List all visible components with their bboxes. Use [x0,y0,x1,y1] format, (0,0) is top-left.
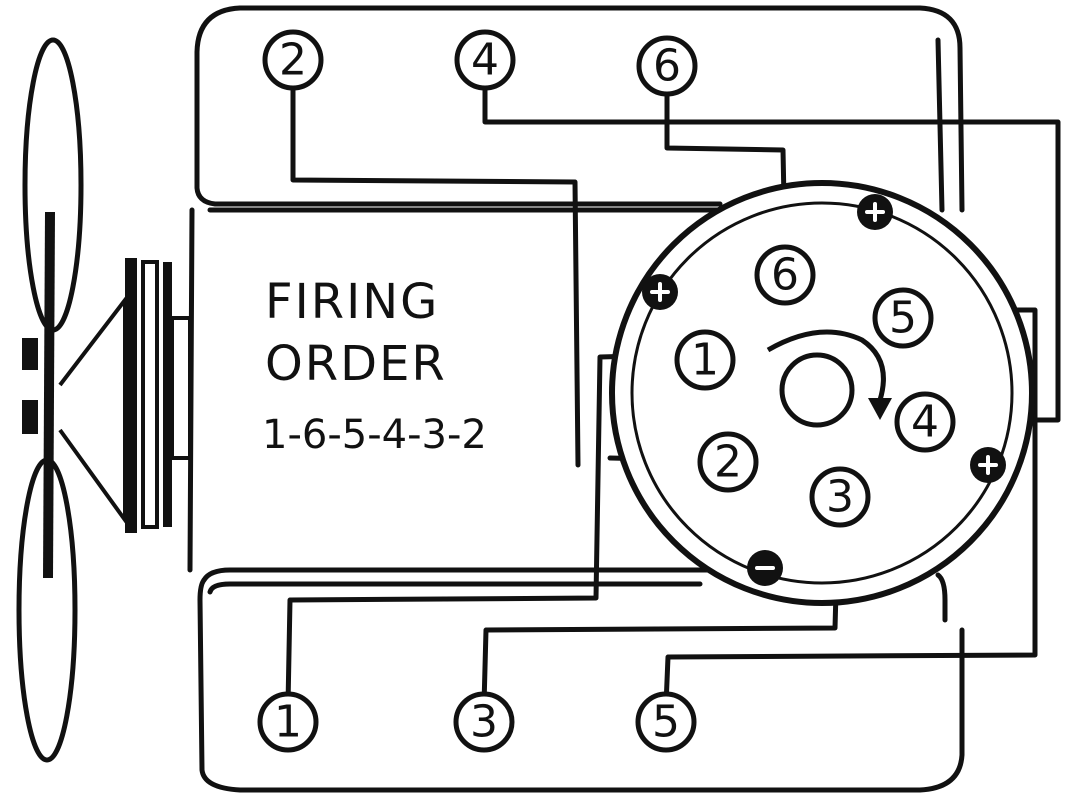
svg-text:4: 4 [471,35,499,86]
distributor-terminal-3: 3 [809,466,871,528]
svg-text:5: 5 [889,293,917,344]
engine-block [187,5,965,793]
screw-icon [747,550,783,586]
firing-order-sequence: 1-6-5-4-3-2 [262,412,487,458]
svg-text:4: 4 [911,397,939,448]
arrow-head-icon [868,398,892,420]
svg-text:1: 1 [274,697,302,748]
cylinder-label-top-6: 6 [636,35,698,97]
distributor-terminal-4: 4 [894,391,956,453]
distributor-terminal-1: 1 [674,329,736,391]
svg-text:6: 6 [771,250,799,301]
cylinder-label-top-4: 4 [454,29,516,91]
cylinder-label-bottom-3: 3 [453,691,515,753]
svg-text:3: 3 [826,472,854,523]
svg-text:3: 3 [470,697,498,748]
rotation-arrow-icon [766,329,886,401]
distributor-terminal-5: 5 [872,287,934,349]
distributor-cap [609,180,1035,606]
screw-icon [970,447,1006,483]
wire-cylinder-2 [290,77,581,468]
svg-text:2: 2 [279,35,307,86]
svg-text:5: 5 [652,697,680,748]
pulley-icon [58,258,192,533]
distributor-terminal-2: 2 [697,431,759,493]
cylinder-label-bottom-5: 5 [635,691,697,753]
screw-icon [857,194,893,230]
screw-icon [642,274,678,310]
title-line-2: ORDER [265,336,447,392]
title-line-1: FIRING [265,274,439,330]
cylinder-label-bottom-1: 1 [257,691,319,753]
distributor-terminal-6: 6 [754,244,816,306]
svg-text:2: 2 [714,437,742,488]
cylinder-label-top-2: 2 [262,29,324,91]
fan-icon [16,37,84,763]
svg-text:1: 1 [691,335,719,386]
svg-text:6: 6 [653,41,681,92]
